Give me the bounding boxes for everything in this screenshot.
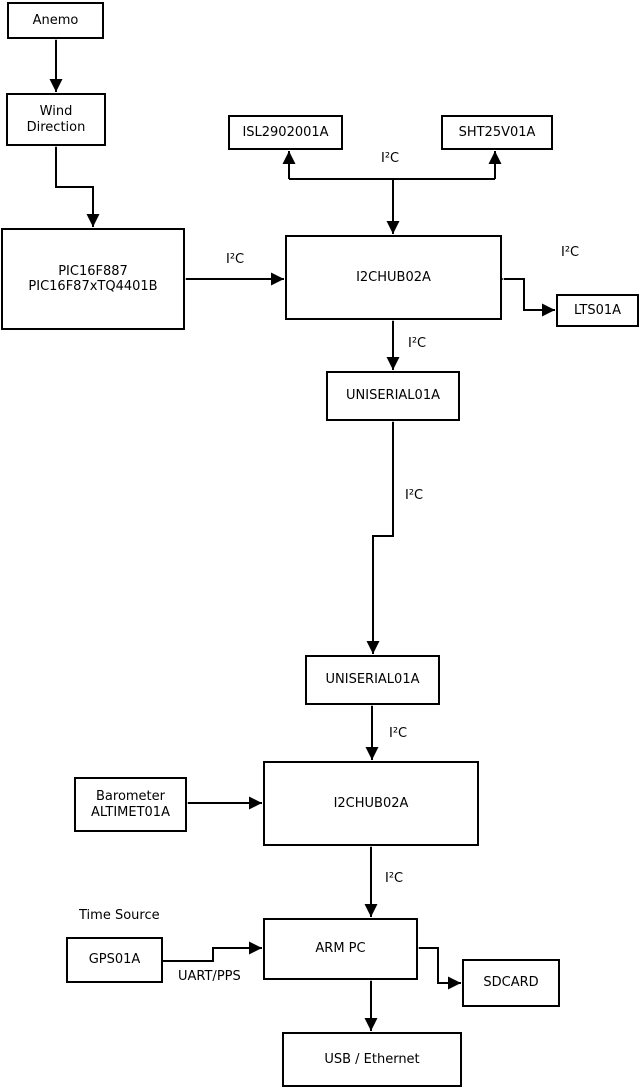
uart-pps-label: UART/PPS bbox=[178, 969, 241, 984]
box-sht25v01a-label: SHT25V01A bbox=[458, 124, 536, 140]
box-uniserial-top-label: UNISERIAL01A bbox=[346, 388, 440, 404]
box-gps01a-label: GPS01A bbox=[88, 952, 141, 968]
box-uniserial-top: UNISERIAL01A bbox=[326, 371, 460, 421]
box-gps01a: GPS01A bbox=[66, 937, 163, 983]
box-barometer: Barometer ALTIMET01A bbox=[74, 777, 187, 832]
connector-wind-pic bbox=[49, 134, 100, 227]
box-uniserial-bottom-label: UNISERIAL01A bbox=[325, 672, 420, 688]
i2c-label-hub-armpc: I²C bbox=[385, 871, 404, 886]
box-isl2902001a-label: ISL2902001A bbox=[242, 124, 329, 140]
box-wind-direction-label: Wind Direction bbox=[26, 104, 86, 135]
box-sht25v01a: SHT25V01A bbox=[441, 115, 553, 150]
i2c-label-branch: I²C bbox=[381, 151, 400, 166]
box-anemo: Anemo bbox=[7, 2, 104, 39]
box-barometer-label: Barometer ALTIMET01A bbox=[91, 789, 170, 820]
box-arm-pc-label: ARM PC bbox=[315, 941, 366, 957]
box-i2c-hub-top-label: I2CHUB02A bbox=[356, 269, 431, 285]
box-wind-direction: Wind Direction bbox=[6, 93, 106, 146]
i2c-label-pic-hub: I²C bbox=[226, 252, 245, 267]
box-uniserial-bottom: UNISERIAL01A bbox=[305, 655, 440, 705]
connector-armpc-sdcard bbox=[406, 941, 461, 990]
connector-hub1-lts bbox=[491, 272, 555, 317]
time-source-label: Time Source bbox=[79, 908, 160, 923]
box-isl2902001a: ISL2902001A bbox=[228, 115, 343, 150]
box-i2c-hub-bottom-label: I2CHUB02A bbox=[333, 795, 409, 811]
connector-uniserial1-uniserial2 bbox=[366, 409, 400, 654]
connector-gps-armpc bbox=[163, 941, 262, 962]
box-pic-microcontroller: PIC16F887 PIC16F87xTQ4401B bbox=[1, 228, 185, 330]
box-usb-ethernet: USB / Ethernet bbox=[282, 1032, 462, 1087]
box-i2c-hub-top: I2CHUB02A bbox=[285, 235, 502, 320]
i2c-label-uniserial-hub: I²C bbox=[389, 726, 408, 741]
i2c-label-long-link: I²C bbox=[405, 488, 424, 503]
box-lts01a: LTS01A bbox=[556, 294, 639, 327]
box-pic-microcontroller-label: PIC16F887 PIC16F87xTQ4401B bbox=[28, 263, 158, 294]
box-sdcard: SDCARD bbox=[462, 959, 560, 1007]
box-sdcard-label: SDCARD bbox=[483, 975, 539, 991]
box-usb-ethernet-label: USB / Ethernet bbox=[324, 1051, 420, 1067]
box-lts01a-label: LTS01A bbox=[573, 302, 622, 318]
box-i2c-hub-bottom: I2CHUB02A bbox=[263, 761, 479, 846]
i2c-label-hub-lts: I²C bbox=[561, 245, 580, 260]
box-anemo-label: Anemo bbox=[32, 12, 79, 28]
box-arm-pc: ARM PC bbox=[263, 918, 418, 980]
i2c-label-hub-uniserial: I²C bbox=[408, 336, 427, 351]
